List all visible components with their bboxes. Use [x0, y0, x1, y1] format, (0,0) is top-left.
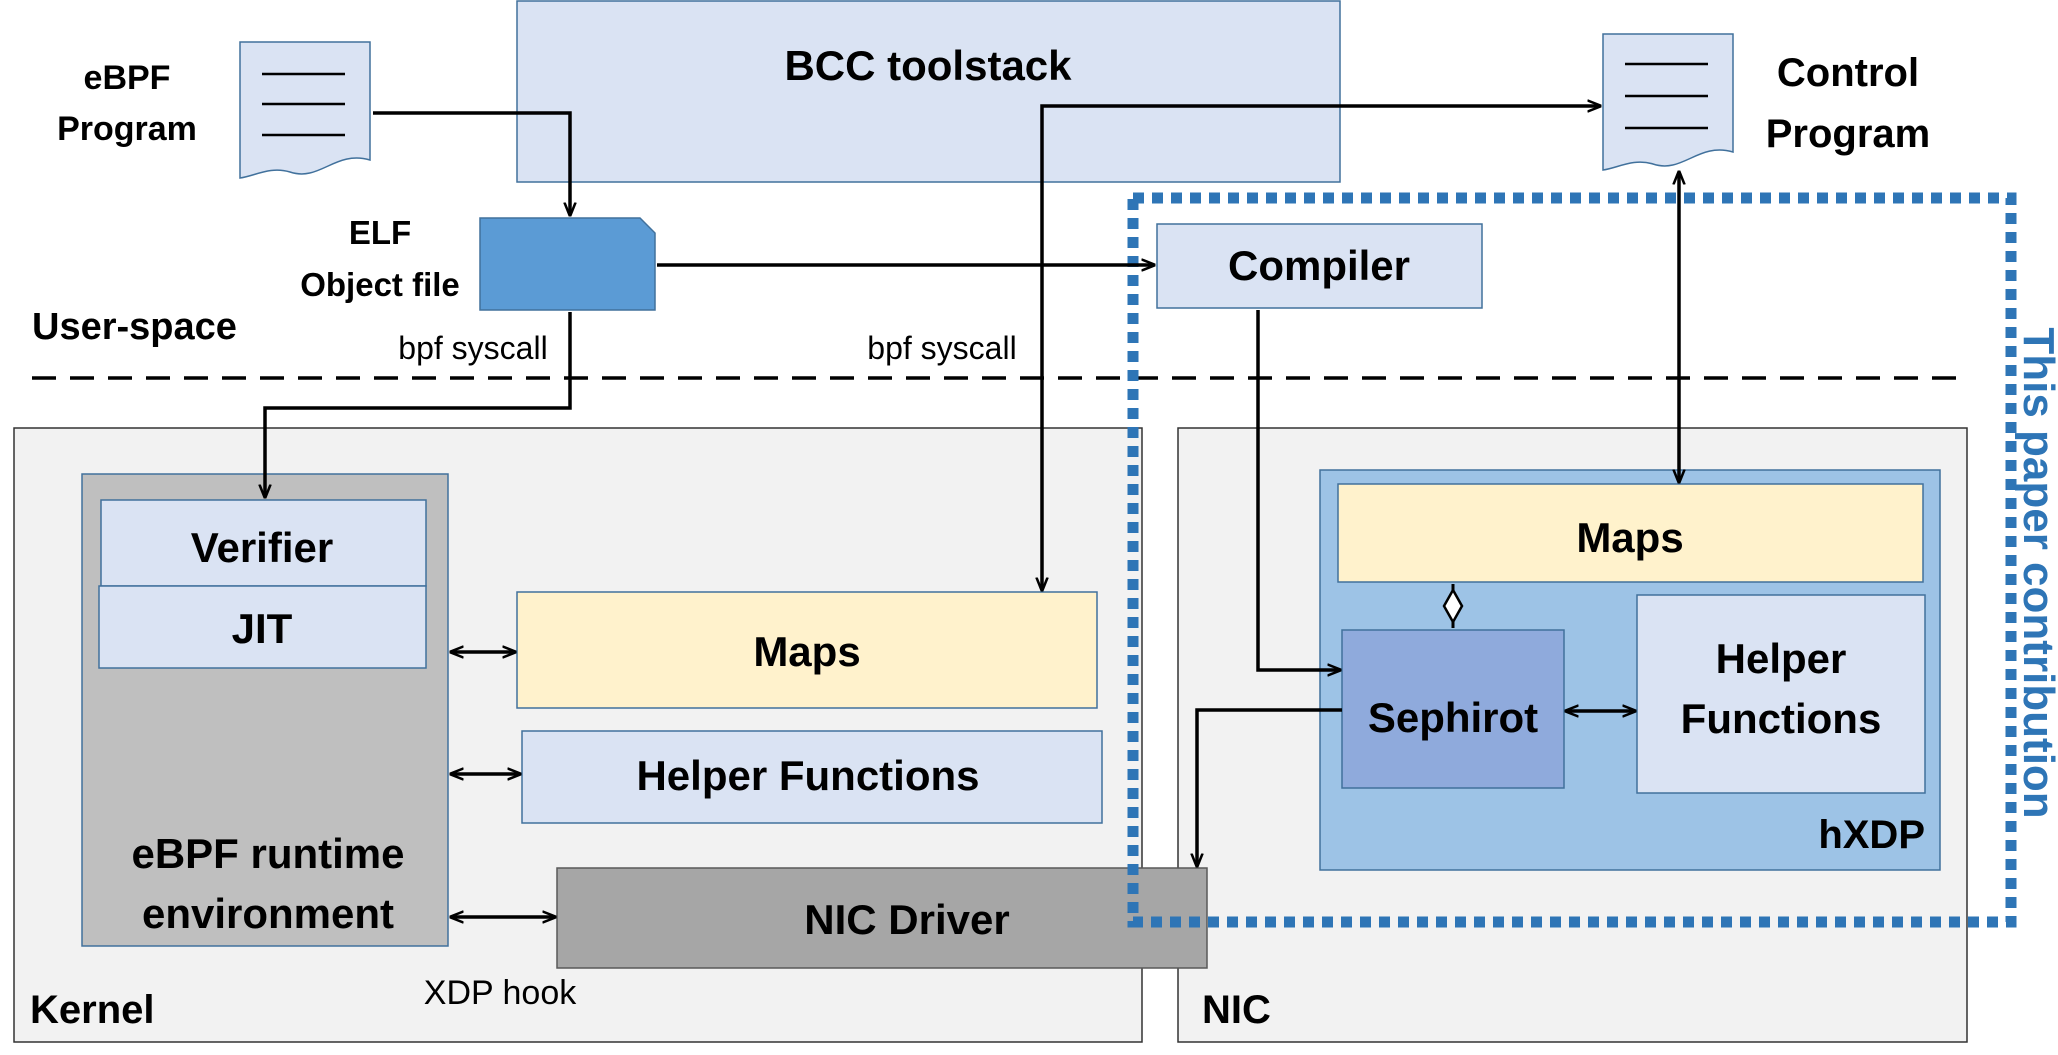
- verifier-box: [100, 499, 427, 587]
- sephirot-box: [1341, 629, 1565, 789]
- diamond-hxdp-maps-sephirot: [1442, 587, 1464, 625]
- bcc-toolstack-label: BCC toolstack: [784, 42, 1072, 89]
- hxdp-helper-functions-box: [1636, 594, 1926, 794]
- hxdp-maps-label: Maps: [1576, 514, 1683, 561]
- xdp-hook-label: XDP hook: [424, 974, 577, 1012]
- ebpf-program-label-line2: Program: [57, 110, 197, 148]
- compiler-label: Compiler: [1228, 242, 1410, 289]
- jit-box: [98, 585, 427, 669]
- kernel-helper-functions-label: Helper Functions: [636, 752, 979, 799]
- ebpf-runtime-label-line2: environment: [142, 890, 394, 937]
- hxdp-helper-label-line2: Functions: [1681, 695, 1882, 742]
- arrow-program-to-elf: [373, 111, 570, 215]
- elf-object-file-icon: [479, 217, 656, 311]
- arrow-compiler-to-sephirot: [1256, 310, 1340, 670]
- kernel-maps-box: [516, 591, 1098, 709]
- bpf-syscall-left-label: bpf syscall: [398, 330, 547, 366]
- control-program-label-line1: Control: [1777, 51, 1919, 95]
- kernel-helper-functions-box: [521, 730, 1103, 824]
- kernel-maps-label: Maps: [753, 628, 860, 675]
- ebpf-program-label-line1: eBPF: [84, 59, 171, 97]
- arrow-control-program-kernel-maps: [1042, 106, 1600, 590]
- nic-driver-label: NIC Driver: [804, 896, 1009, 943]
- ebpf-program-document-icon: [239, 41, 371, 179]
- elf-label-line1: ELF: [349, 214, 411, 251]
- control-program-label-line2: Program: [1766, 112, 1931, 156]
- bpf-syscall-right-label: bpf syscall: [867, 330, 1016, 366]
- arrow-sephirot-to-nic-driver: [1197, 708, 1342, 866]
- sephirot-label: Sephirot: [1368, 694, 1538, 741]
- control-program-document-icon: [1602, 33, 1734, 171]
- hxdp-label: hXDP: [1818, 813, 1925, 857]
- kernel-label: Kernel: [30, 988, 155, 1032]
- ebpf-runtime-label-line1: eBPF runtime: [131, 830, 404, 877]
- user-space-label: User-space: [32, 306, 237, 348]
- arrow-elf-to-verifier: [265, 312, 572, 497]
- bcc-toolstack-box: [516, 0, 1341, 183]
- this-paper-contribution-label: This paper contribution: [2014, 327, 2058, 818]
- verifier-label: Verifier: [191, 524, 333, 571]
- nic-driver-box: [556, 867, 1208, 969]
- nic-label: NIC: [1202, 988, 1271, 1032]
- hxdp-helper-label-line1: Helper: [1716, 635, 1847, 682]
- jit-label: JIT: [232, 605, 293, 652]
- elf-label-line2: Object file: [300, 266, 460, 303]
